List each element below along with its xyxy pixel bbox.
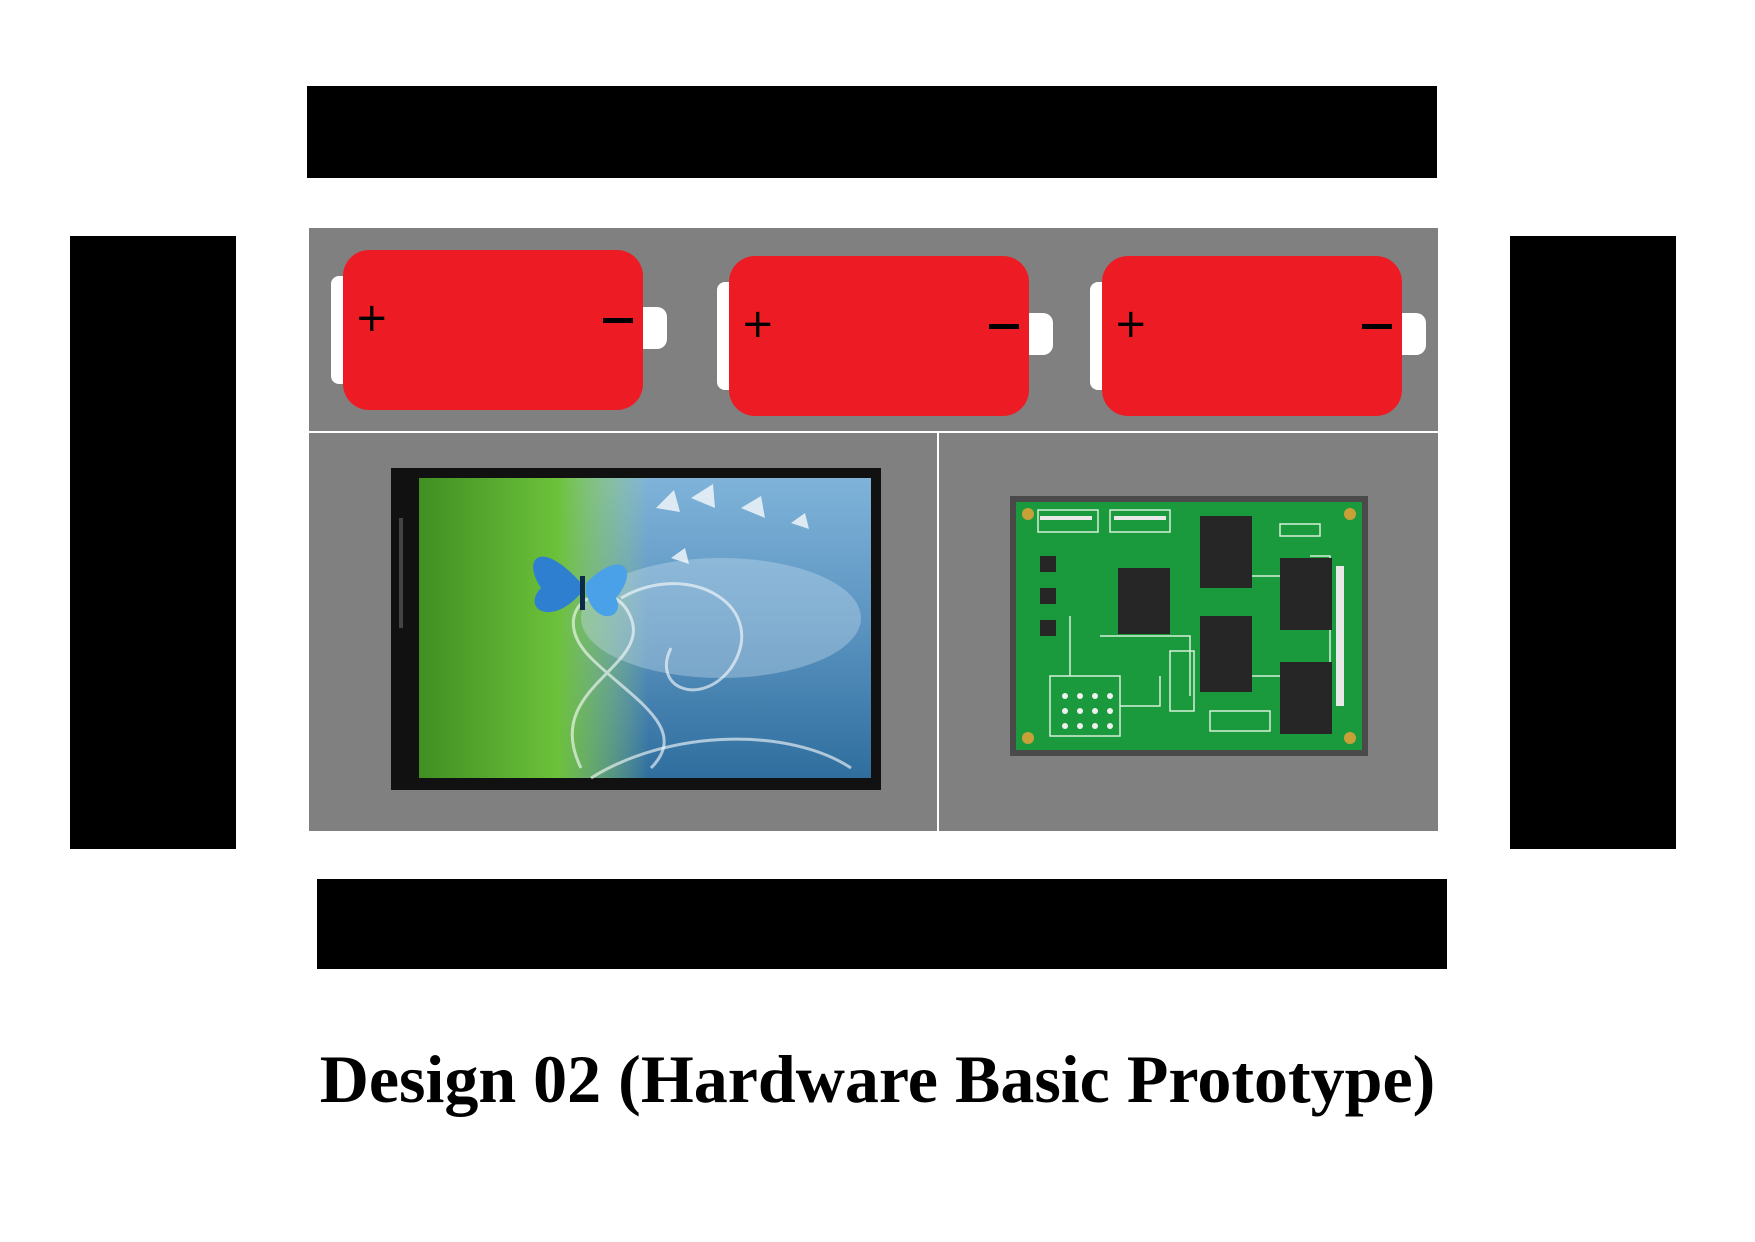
top-frame-bar xyxy=(307,86,1437,178)
battery-2: + xyxy=(717,256,1053,416)
touchscreen-display-icon xyxy=(391,468,881,790)
negative-terminal-icon xyxy=(1362,324,1392,329)
negative-terminal-icon xyxy=(603,318,633,323)
battery-icon xyxy=(729,256,1029,416)
battery-3: + xyxy=(1090,256,1426,416)
positive-terminal-label: + xyxy=(741,301,775,347)
right-frame-bar xyxy=(1510,236,1676,849)
bottom-frame-bar xyxy=(317,879,1447,969)
butterfly-icon xyxy=(533,556,628,617)
horizontal-divider xyxy=(309,431,1438,433)
hardware-board: + + + xyxy=(309,228,1438,831)
negative-terminal-icon xyxy=(989,324,1019,329)
positive-terminal-label: + xyxy=(355,295,389,341)
battery-1: + xyxy=(331,250,667,410)
battery-icon xyxy=(343,250,643,410)
vertical-divider xyxy=(937,433,939,831)
diagram-caption: Design 02 (Hardware Basic Prototype) xyxy=(319,1041,1436,1117)
left-frame-bar xyxy=(70,236,236,849)
positive-terminal-label: + xyxy=(1114,301,1148,347)
battery-icon xyxy=(1102,256,1402,416)
pcb-icon xyxy=(1010,496,1368,756)
